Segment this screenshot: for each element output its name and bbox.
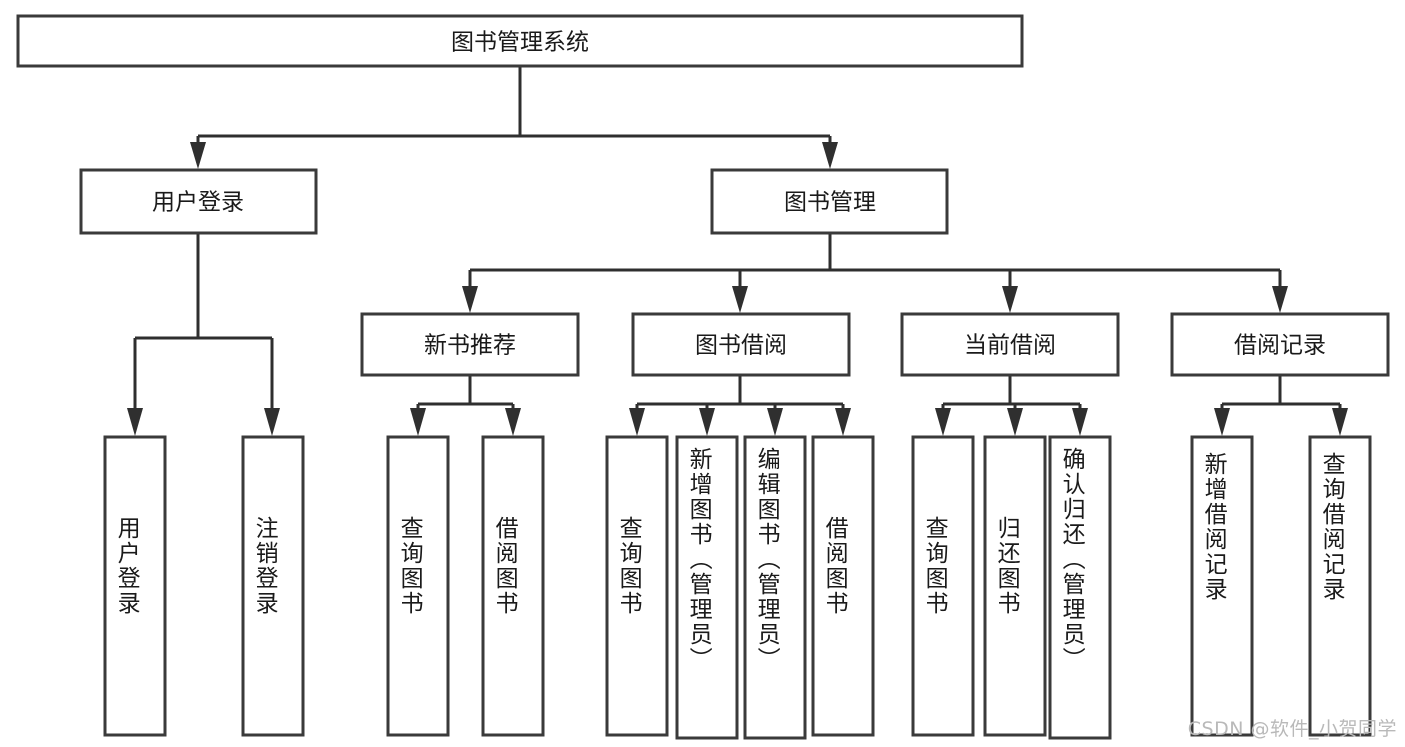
leaf-box-query-book-3[interactable] bbox=[911, 435, 975, 737]
node-borrow-record[interactable]: 借阅记录 bbox=[1170, 312, 1390, 377]
node-book-manage[interactable]: 图书管理 bbox=[710, 168, 949, 235]
node-root-label: 图书管理系统 bbox=[451, 30, 589, 56]
arrow-head-leaf-add-book bbox=[699, 408, 715, 436]
arrow-head-current-borrow bbox=[1002, 286, 1018, 313]
node-current-borrow-box[interactable] bbox=[900, 312, 1120, 377]
leaf-box-query-record[interactable] bbox=[1308, 435, 1372, 737]
arrow-head-new-book-rec bbox=[462, 286, 478, 313]
csdn-watermark: CSDN @软件_小贺同学 bbox=[1187, 718, 1397, 740]
leaf-box-layer bbox=[103, 435, 1372, 740]
leaf-box-borrow-book-1[interactable] bbox=[481, 435, 545, 737]
node-user-login-label: 用户登录 bbox=[152, 190, 244, 216]
node-user-login[interactable]: 用户登录 bbox=[79, 168, 318, 235]
arrow-head-book-manage bbox=[822, 142, 838, 169]
arrow-head-leaf-return-book bbox=[1007, 408, 1023, 436]
node-new-book-rec-box[interactable] bbox=[360, 312, 580, 377]
arrow-head-leaf-query-book-1 bbox=[410, 408, 426, 436]
leaf-box-add-record[interactable] bbox=[1190, 435, 1254, 737]
leaf-box-add-book[interactable] bbox=[675, 435, 739, 740]
node-book-manage-label: 图书管理 bbox=[784, 190, 876, 216]
leaf-box-user-login[interactable] bbox=[103, 435, 167, 737]
leaf-box-return-book[interactable] bbox=[983, 435, 1047, 737]
connector-layer bbox=[127, 66, 1348, 436]
node-current-borrow[interactable]: 当前借阅 bbox=[900, 312, 1120, 377]
arrow-head-leaf-borrow-book-2 bbox=[835, 408, 851, 436]
leaf-box-query-book-1[interactable] bbox=[386, 435, 450, 737]
arrow-head-leaf-confirm-return bbox=[1072, 408, 1088, 436]
node-current-borrow-label: 当前借阅 bbox=[964, 333, 1056, 359]
arrow-head-leaf-query-book-2 bbox=[629, 408, 645, 436]
node-book-borrow-label: 图书借阅 bbox=[695, 333, 787, 359]
node-new-book-rec[interactable]: 新书推荐 bbox=[360, 312, 580, 377]
leaf-box-confirm-return[interactable] bbox=[1048, 435, 1112, 740]
node-book-manage-box[interactable] bbox=[710, 168, 949, 235]
arrow-head-leaf-user-login bbox=[127, 408, 143, 436]
arrow-head-leaf-edit-book bbox=[767, 408, 783, 436]
arrow-head-borrow-record bbox=[1272, 286, 1288, 313]
arrow-head-leaf-query-book-3 bbox=[935, 408, 951, 436]
node-book-borrow-box[interactable] bbox=[631, 312, 851, 377]
arrow-head-leaf-add-record bbox=[1214, 408, 1230, 436]
node-root[interactable]: 图书管理系统 bbox=[16, 14, 1024, 68]
node-borrow-record-box[interactable] bbox=[1170, 312, 1390, 377]
node-book-borrow[interactable]: 图书借阅 bbox=[631, 312, 851, 377]
leaf-box-query-book-2[interactable] bbox=[605, 435, 669, 737]
node-borrow-record-label: 借阅记录 bbox=[1234, 333, 1326, 359]
node-root-box[interactable] bbox=[16, 14, 1024, 68]
node-new-book-rec-label: 新书推荐 bbox=[424, 333, 516, 359]
leaf-box-edit-book[interactable] bbox=[743, 435, 807, 740]
node-user-login-box[interactable] bbox=[79, 168, 318, 235]
arrow-head-leaf-borrow-book-1 bbox=[505, 408, 521, 436]
arrow-head-user-login bbox=[190, 142, 206, 169]
arrow-head-leaf-query-record bbox=[1332, 408, 1348, 436]
arrow-head-leaf-user-logout bbox=[264, 408, 280, 436]
leaf-box-user-logout[interactable] bbox=[241, 435, 305, 737]
leaf-box-borrow-book-2[interactable] bbox=[811, 435, 875, 737]
arrow-head-book-borrow bbox=[732, 286, 748, 313]
